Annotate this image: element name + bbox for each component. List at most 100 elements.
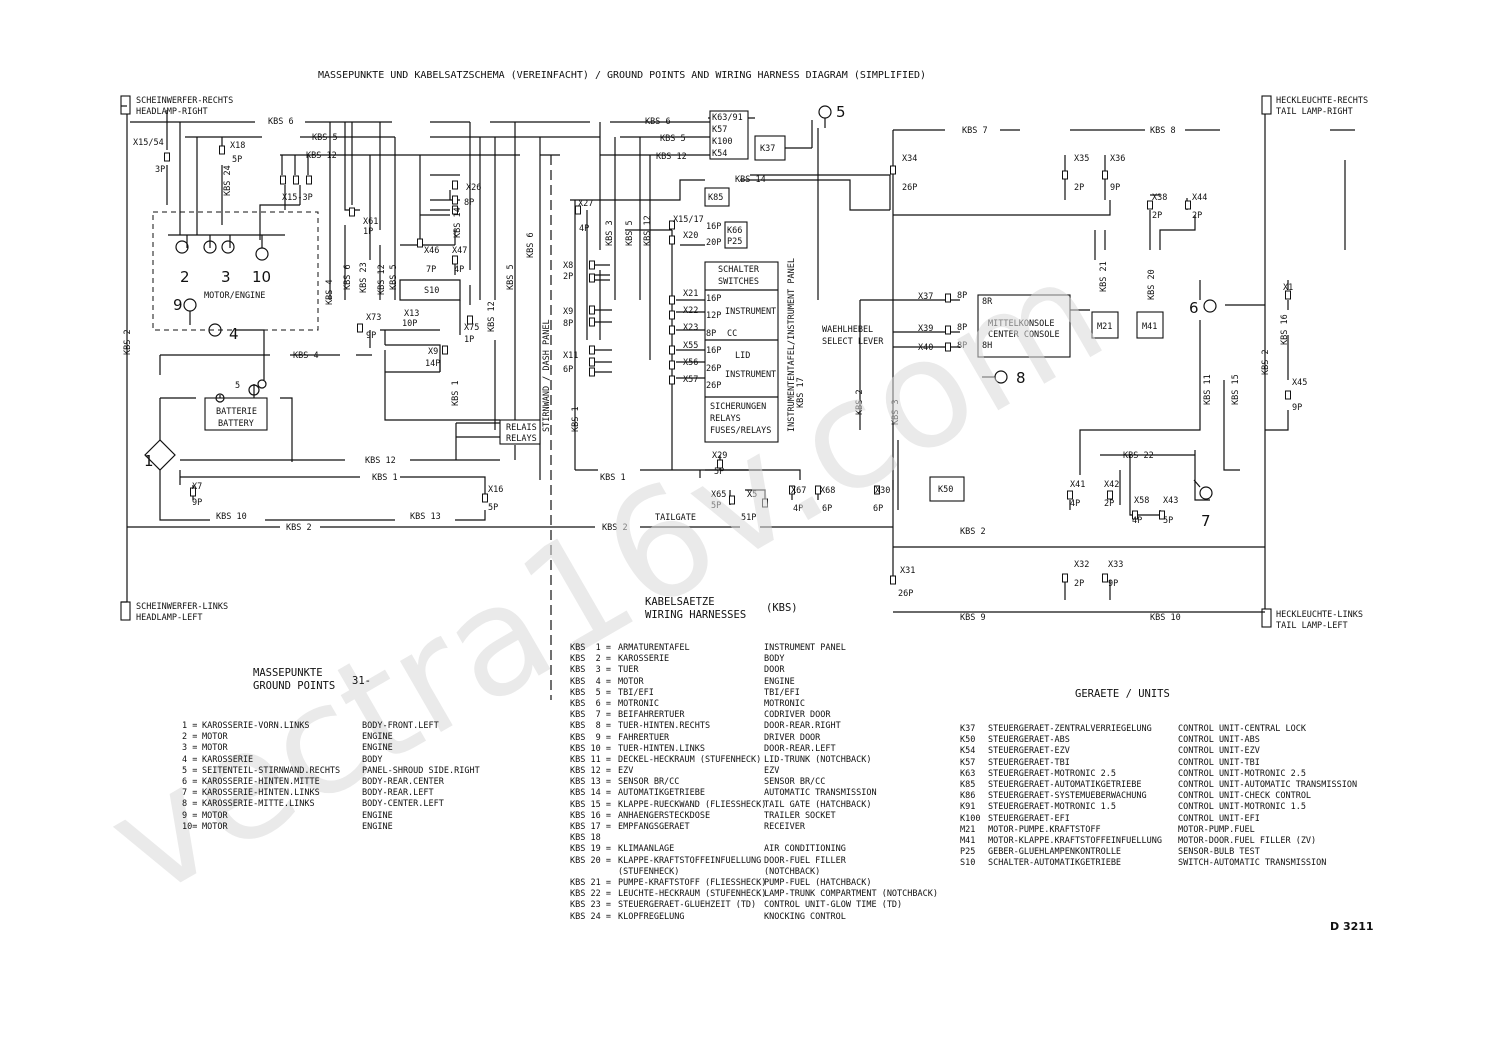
svg-text:KBS 6: KBS 6 [343,264,353,290]
connector-plug [669,295,675,305]
units-de: STEUERGERAET-ABS [988,735,1070,746]
svg-text:4P: 4P [1070,499,1080,509]
connector-plug [1147,200,1153,210]
ground_points-de: SEITENTEIL-STIRNWAND.RECHTS [202,765,341,776]
connector-plug [589,345,595,355]
svg-text:SCHEINWERFER-RECHTS: SCHEINWERFER-RECHTS [136,96,233,106]
connector-plug [762,498,768,508]
svg-text:26P: 26P [706,381,721,391]
harnesses-de: TUER [618,665,639,676]
units-de: STEUERGERAET-MOTRONIC 1.5 [988,802,1116,813]
svg-text:KBS 15: KBS 15 [1231,374,1241,405]
harnesses-de: (STUFENHECK) [618,866,680,877]
connector-plug [452,180,458,190]
svg-text:X15/54: X15/54 [133,138,164,148]
units-code: K57 [960,757,976,768]
svg-text:M41: M41 [1142,322,1157,332]
ground_points-de: KAROSSERIE-HINTEN.MITTE [202,776,320,787]
ground_points-de: MOTOR [202,821,228,832]
connector-plug [1067,490,1073,500]
connector-plug [452,255,458,265]
connector-plug [164,152,170,162]
svg-text:14P: 14P [425,359,440,369]
svg-text:X57: X57 [683,375,698,385]
units-code: K85 [960,779,976,790]
harnesses-row: KBS 22 =LEUCHTE-HECKRAUM (STUFENHECK)LAM… [570,889,950,900]
units-code: P25 [960,847,976,858]
svg-text:KBS 8: KBS 8 [1150,126,1176,136]
svg-text:KBS 3: KBS 3 [891,399,901,425]
connector-plug [589,273,595,283]
m41-box: M41 [1136,311,1164,339]
svg-text:SCHEINWERFER-LINKS: SCHEINWERFER-LINKS [136,602,228,612]
connector-plug [1062,573,1068,583]
svg-text:6P: 6P [873,504,883,514]
svg-text:X18: X18 [230,141,245,151]
svg-text:S10: S10 [424,286,439,296]
units-de: STEUERGERAET-AUTOMATIKGETRIEBE [988,779,1142,790]
svg-text:5P: 5P [714,467,724,477]
svg-text:2: 2 [180,268,190,286]
svg-text:2P: 2P [1192,211,1202,221]
harnesses-de: MOTRONIC [618,698,659,709]
svg-text:K85: K85 [708,193,723,203]
connector-plug [1285,290,1291,300]
svg-text:X37: X37 [918,292,933,302]
connector-plug [669,235,675,245]
units-de: SCHALTER-AUTOMATIKGETRIEBE [988,858,1122,869]
svg-text:P25: P25 [727,237,742,247]
svg-text:5P: 5P [711,501,721,511]
svg-text:TAIL LAMP-RIGHT: TAIL LAMP-RIGHT [1276,107,1353,117]
units-en: CONTROL UNIT-EFI [1178,813,1260,824]
harnesses-k: KBS 15 = [570,799,611,810]
harnesses-k: KBS 3 = [570,665,611,676]
ground_points-n: 2 = [182,732,198,743]
units-en: CONTROL UNIT-TBI [1178,757,1260,768]
svg-text:KBS 6: KBS 6 [268,117,294,127]
ground_points-de: MOTOR [202,732,228,743]
svg-text:X67: X67 [791,486,806,496]
harnesses-de: EMPFANGSGERAET [618,822,690,832]
harnesses-row: KBS 23 =STEUERGERAET-GLUEHZEIT (TD)CONTR… [570,900,950,911]
svg-text:X55: X55 [683,341,698,351]
svg-text:2P: 2P [1074,579,1084,589]
svg-text:RELAIS: RELAIS [506,423,537,433]
connector-plug [452,195,458,205]
connector-plug [1285,390,1291,400]
svg-text:X31: X31 [900,566,915,576]
svg-text:X68: X68 [820,486,835,496]
units-title: GERAETE / UNITS [1075,688,1170,700]
harness-caption-code: (KBS) [766,602,798,614]
ground-points-title: MASSEPUNKTE GROUND POINTS [253,667,336,692]
harnesses-en: LAMP-TRUNK COMPARTMENT (NOTCHBACK) [764,889,938,900]
svg-text:KBS 1: KBS 1 [600,473,626,483]
svg-text:X23: X23 [683,323,698,333]
svg-text:9P: 9P [1110,183,1120,193]
wiring-right [760,114,1355,613]
connector-plug [190,487,196,497]
svg-text:KBS 11: KBS 11 [1203,374,1213,405]
svg-text:X11: X11 [563,351,578,361]
svg-text:4P: 4P [454,265,464,275]
harnesses-de: FAHRERTUER [618,732,670,743]
svg-text:KBS 14: KBS 14 [735,175,766,185]
svg-text:KBS 12: KBS 12 [377,264,387,295]
tail-lamp-left: HECKLEUCHTE-LINKS TAIL LAMP-LEFT [1261,608,1363,631]
harnesses-de: KLAPPE-RUECKWAND (FLIESSHECK) [618,799,767,810]
connector-plug [417,238,423,248]
connector-plug [219,145,225,155]
units-de: MOTOR-KLAPPE.KRAFTSTOFFEINFUELLUNG [988,835,1162,846]
harnesses-row: KBS 11 =DECKEL-HECKRAUM (STUFENHECK)LID-… [570,755,950,766]
svg-text:KBS 5: KBS 5 [660,134,686,144]
connector-plug [669,345,675,355]
harnesses-en: INSTRUMENT PANEL [764,643,846,653]
svg-text:KBS 9: KBS 9 [960,613,986,623]
